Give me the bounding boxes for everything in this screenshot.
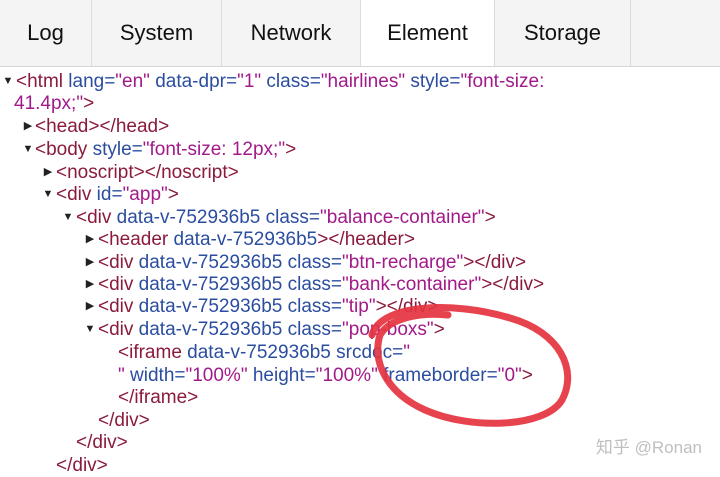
tag-close: ></div>: [375, 296, 439, 317]
tree-row-iframe[interactable]: <iframe data-v-752936b5 srcdoc=": [118, 341, 410, 364]
expand-down-icon[interactable]: ▼: [42, 188, 54, 200]
attr-name: style=: [87, 139, 143, 160]
attr-value: ": [118, 365, 125, 386]
tag-close: ></header>: [317, 229, 415, 250]
attr-name: data-dpr=: [149, 71, 238, 92]
attr-name: data-v-752936b5 srcdoc=: [181, 342, 404, 363]
tab-bar-filler: [631, 0, 720, 66]
tag-name: <body: [35, 139, 88, 160]
expand-right-icon[interactable]: ▶: [23, 120, 33, 132]
tag-name: <iframe: [118, 342, 182, 363]
tree-row-close-balance: </div>: [76, 431, 128, 454]
attr-name: data-v-752936b5 class=: [133, 252, 343, 273]
attr-value: "font-size:: [460, 71, 545, 92]
expand-down-icon[interactable]: ▼: [22, 143, 34, 155]
tab-storage[interactable]: Storage: [495, 0, 631, 66]
element-tree: ▼ <html lang="en" data-dpr="1" class="ha…: [0, 68, 720, 477]
tree-row-close-pop-boxs: </div>: [98, 409, 150, 432]
tree-row-iframe-close: </iframe>: [118, 386, 198, 409]
tag-close: >: [521, 365, 533, 386]
attr-name: data-v-752936b5: [168, 229, 318, 250]
attr-value: "1": [237, 71, 262, 92]
tag-name: <html: [16, 71, 63, 92]
expand-down-icon[interactable]: ▼: [62, 211, 74, 223]
attr-name: frameborder=: [377, 365, 498, 386]
tag-name: </iframe>: [118, 387, 199, 408]
attr-name: class=: [261, 71, 321, 92]
attr-value: "100%": [185, 365, 248, 386]
tag-name: <noscript></noscript>: [56, 162, 239, 183]
attr-name: height=: [247, 365, 316, 386]
attr-value: "100%": [315, 365, 378, 386]
attr-name: width=: [124, 365, 186, 386]
attr-name: lang=: [63, 71, 116, 92]
attr-value: "font-size: 12px;": [142, 139, 286, 160]
tag-close: ></div>: [463, 252, 527, 273]
expand-right-icon[interactable]: ▶: [85, 256, 95, 268]
tag-close: ></div>: [481, 274, 545, 295]
tag-name: <div: [56, 184, 92, 205]
zhihu-watermark: 知乎 @Ronan: [595, 438, 702, 457]
attr-name: data-v-752936b5 class=: [133, 296, 343, 317]
tag-name: <div: [98, 296, 134, 317]
attr-value: "tip": [342, 296, 376, 317]
tag-close: >: [83, 93, 95, 114]
tag-close: >: [167, 184, 179, 205]
tag-close: >: [484, 207, 496, 228]
devtools-tab-bar: Log System Network Element Storage: [0, 0, 720, 67]
attr-value: "pop-boxs": [342, 319, 434, 340]
expand-down-icon[interactable]: ▼: [2, 75, 14, 87]
attr-value: "0": [497, 365, 522, 386]
tab-element[interactable]: Element: [361, 0, 495, 66]
tag-name: </div>: [56, 455, 108, 476]
attr-name: style=: [405, 71, 461, 92]
attr-value: "btn-recharge": [342, 252, 464, 273]
expand-right-icon[interactable]: ▶: [85, 300, 95, 312]
expand-right-icon[interactable]: ▶: [43, 166, 53, 178]
attr-name: data-v-752936b5 class=: [133, 319, 343, 340]
tag-name: </div>: [98, 410, 150, 431]
expand-right-icon[interactable]: ▶: [85, 233, 95, 245]
expand-down-icon[interactable]: ▼: [84, 323, 96, 335]
attr-value: "hairlines": [320, 71, 406, 92]
tab-system[interactable]: System: [92, 0, 222, 66]
attr-value: "bank-container": [342, 274, 482, 295]
tree-row-close-app: </div>: [56, 454, 108, 477]
tree-row-html-cont: 41.4px;">: [14, 92, 94, 115]
tag-close: >: [433, 319, 445, 340]
tag-name: <head></head>: [35, 116, 170, 137]
attr-value: "en": [115, 71, 150, 92]
attr-name: id=: [91, 184, 123, 205]
tag-name: </div>: [76, 432, 128, 453]
attr-name: data-v-752936b5 class=: [111, 207, 321, 228]
tag-name: <header: [98, 229, 169, 250]
attr-value: 41.4px;": [14, 93, 84, 114]
expand-right-icon[interactable]: ▶: [85, 278, 95, 290]
tab-network[interactable]: Network: [222, 0, 361, 66]
attr-value: ": [403, 342, 410, 363]
attr-value: "app": [122, 184, 168, 205]
attr-name: data-v-752936b5 class=: [133, 274, 343, 295]
tag-name: <div: [98, 274, 134, 295]
tab-log[interactable]: Log: [0, 0, 92, 66]
tag-close: >: [285, 139, 297, 160]
tag-name: <div: [98, 319, 134, 340]
tag-name: <div: [98, 252, 134, 273]
attr-value: "balance-container": [320, 207, 485, 228]
tag-name: <div: [76, 207, 112, 228]
tree-row-iframe-attrs: " width="100%" height="100%" frameborder…: [118, 364, 533, 387]
